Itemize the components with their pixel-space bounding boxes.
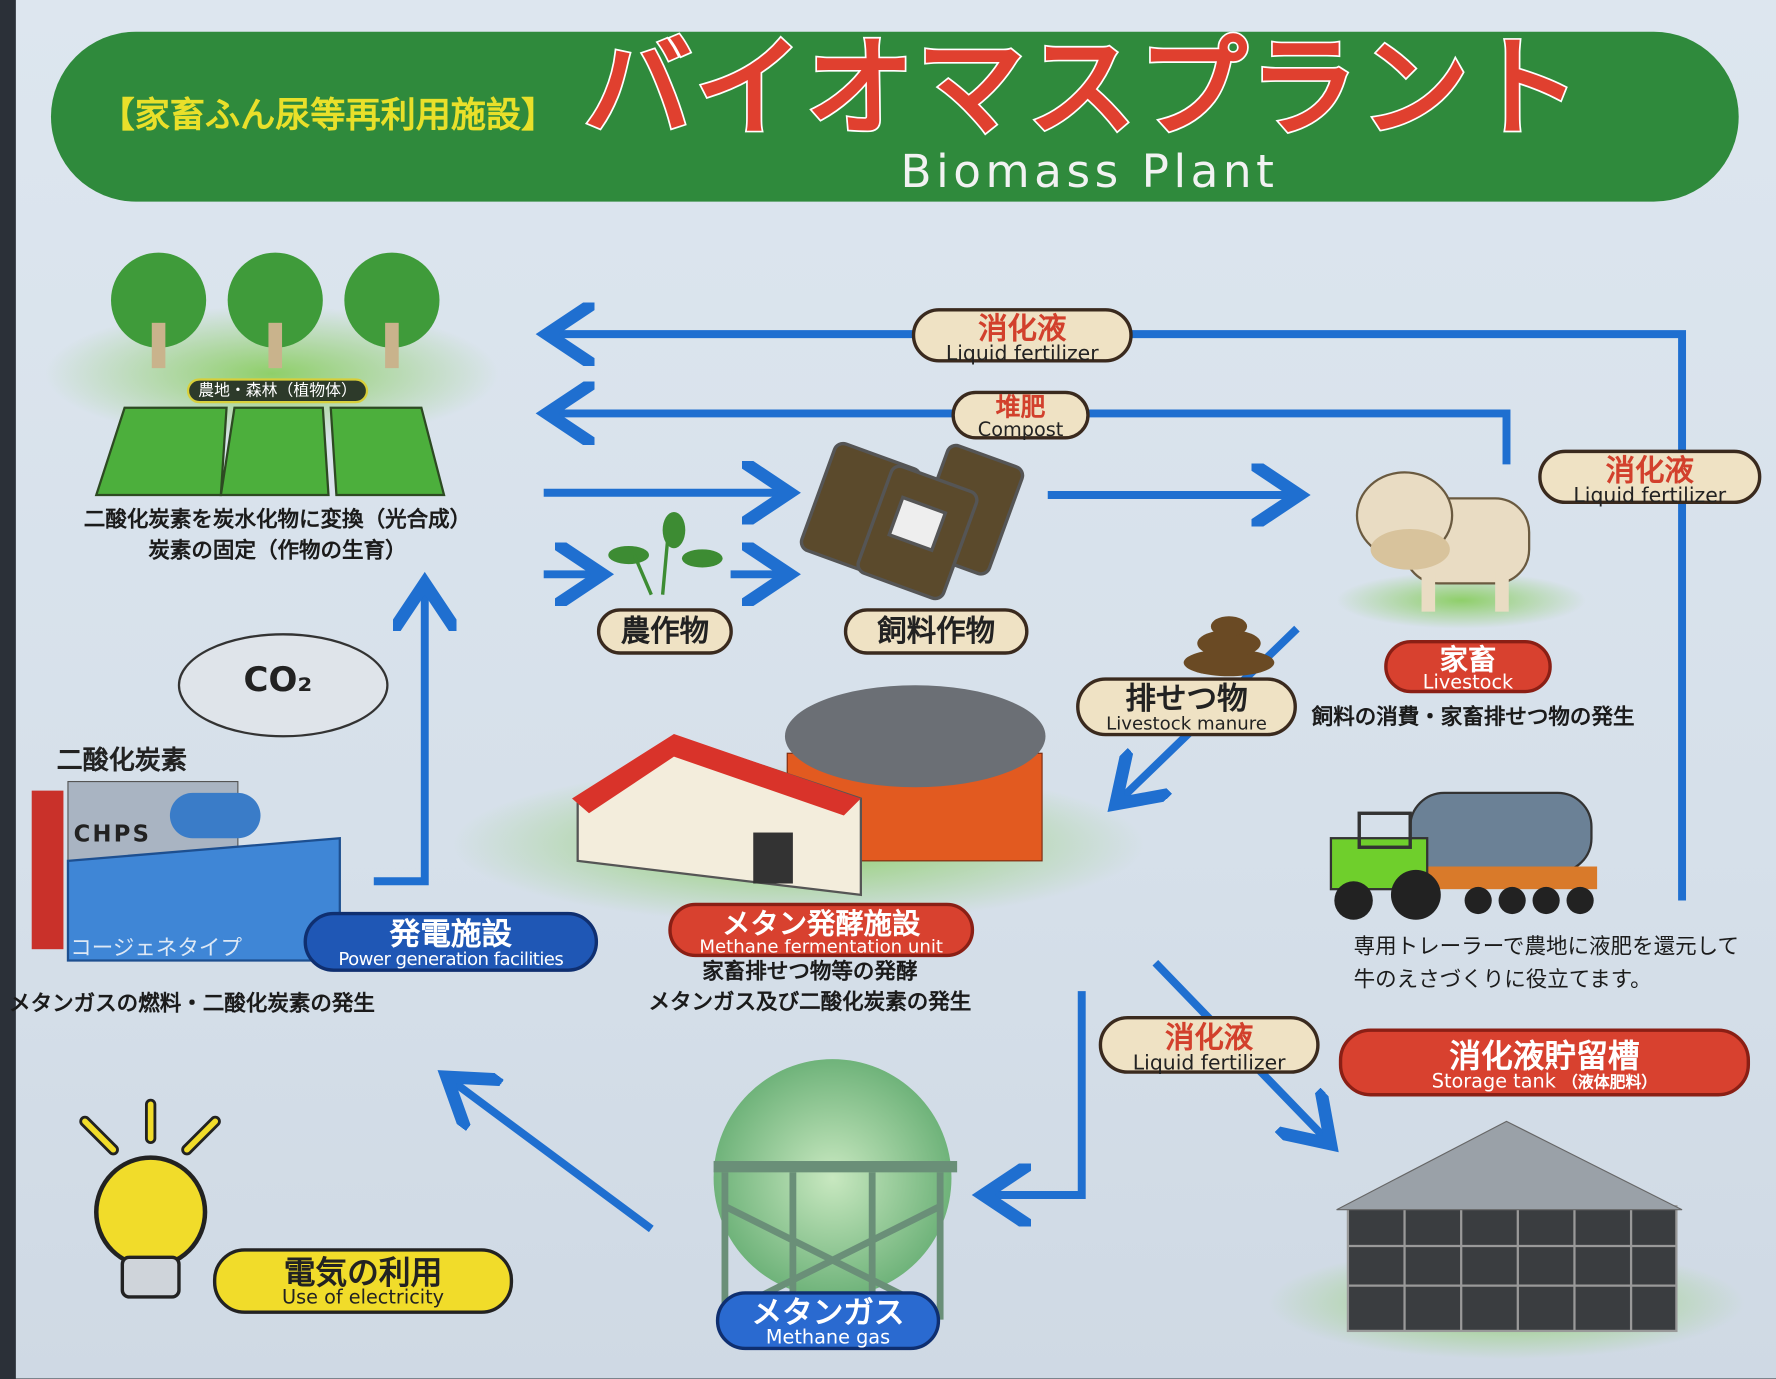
label-jp: 発電施設 xyxy=(389,917,512,953)
field-caption: 二酸化炭素を炭水化物に変換（光合成） 炭素の固定（作物の生育） xyxy=(68,505,487,565)
chps-generator-illustration xyxy=(31,780,341,962)
co2-label: 二酸化炭素 xyxy=(56,746,187,776)
cogen-text: コージェネタイプ xyxy=(70,935,242,961)
label-jp: 排せつ物 xyxy=(1125,681,1248,717)
arrow-compost xyxy=(555,413,1511,465)
trailer-caption-line-1: 専用トレーラーで農地に液肥を還元して xyxy=(1353,934,1740,960)
methane-caption-line-1: 家畜排せつ物等の発酵 xyxy=(702,959,918,985)
label-en: Methane gas xyxy=(765,1326,891,1350)
label-en: Liquid fertilizer xyxy=(1132,1051,1286,1075)
label-note: （液体肥料） xyxy=(1562,1073,1658,1092)
label-en: Compost xyxy=(977,419,1064,442)
fermentation-plant-illustration xyxy=(453,685,1145,924)
label-jp: 消化液貯留槽 xyxy=(1449,1037,1640,1075)
livestock-caption: 飼料の消費・家畜排せつ物の発生 xyxy=(1311,704,1635,730)
header-banner xyxy=(50,31,1739,202)
label-jp: 消化液 xyxy=(1164,1021,1254,1056)
manure-pile-icon xyxy=(1183,616,1275,677)
power-caption: メタンガスの燃料・二酸化炭素の発生 xyxy=(9,991,375,1017)
label-en: Liquid fertilizer xyxy=(1573,483,1727,508)
label-en: Livestock manure xyxy=(1106,712,1267,734)
arrow-liquid-down xyxy=(991,991,1086,1195)
feed-crops-label: 飼料作物 xyxy=(843,608,1029,655)
header-title-en: Biomass Plant xyxy=(900,146,1279,199)
cow-icon xyxy=(1336,471,1586,629)
field-caption-line-2: 炭素の固定（作物の生育） xyxy=(148,537,407,563)
label-jp: メタンガス xyxy=(751,1295,905,1331)
forest-illustration xyxy=(45,252,499,497)
arrow-co2-up xyxy=(373,591,425,886)
co2-cloud-icon xyxy=(177,633,389,738)
field-caption-line-1: 二酸化炭素を炭水化物に変換（光合成） xyxy=(83,507,472,533)
label-en: Power generation facilities xyxy=(338,948,564,970)
trailer-caption-line-2: 牛のえさづくりに役立てます。 xyxy=(1353,967,1652,993)
header-title: バイオマスプラント xyxy=(582,24,1583,152)
co2-text: CO₂ xyxy=(243,660,313,701)
label-en: Methane fermentation unit xyxy=(699,935,944,958)
label-jp: 堆肥 xyxy=(995,394,1046,423)
header-subtitle: 【家畜ふん尿等再利用施設】 xyxy=(99,95,557,136)
sign-edge xyxy=(0,0,16,1379)
label-jp: 電気の利用 xyxy=(283,1253,443,1292)
chps-text: CHPS xyxy=(73,820,152,848)
label-en: Livestock xyxy=(1422,671,1514,695)
light-bulb-icon xyxy=(79,1098,221,1299)
trailer-caption: 専用トレーラーで農地に液肥を還元して 牛のえさづくりに役立てます。 xyxy=(1354,931,1739,998)
feed-bags-icon xyxy=(799,441,1025,601)
label-jp: 消化液 xyxy=(1605,454,1694,489)
seedling-icon xyxy=(608,511,723,596)
label-jp: メタン発酵施設 xyxy=(722,907,921,941)
field-forest-label: 農地・森林（植物体） xyxy=(186,378,369,404)
label-jp: 家畜 xyxy=(1439,643,1497,677)
methane-caption: 家畜排せつ物等の発酵 メタンガス及び二酸化炭素の発生 xyxy=(617,957,1002,1017)
label-en: Liquid fertilizer xyxy=(945,342,1099,366)
label-en: Storage tank xyxy=(1431,1070,1556,1094)
crops-label: 農作物 xyxy=(596,608,733,655)
arrow-to-power xyxy=(453,1082,654,1233)
storage-tank-illustration xyxy=(1268,1120,1745,1360)
label-en: Use of electricity xyxy=(281,1286,445,1310)
methane-caption-line-2: メタンガス及び二酸化炭素の発生 xyxy=(648,989,972,1015)
gas-holder-illustration xyxy=(713,1059,958,1320)
label-jp: 消化液 xyxy=(978,312,1067,347)
tractor-trailer-illustration xyxy=(1329,791,1598,920)
